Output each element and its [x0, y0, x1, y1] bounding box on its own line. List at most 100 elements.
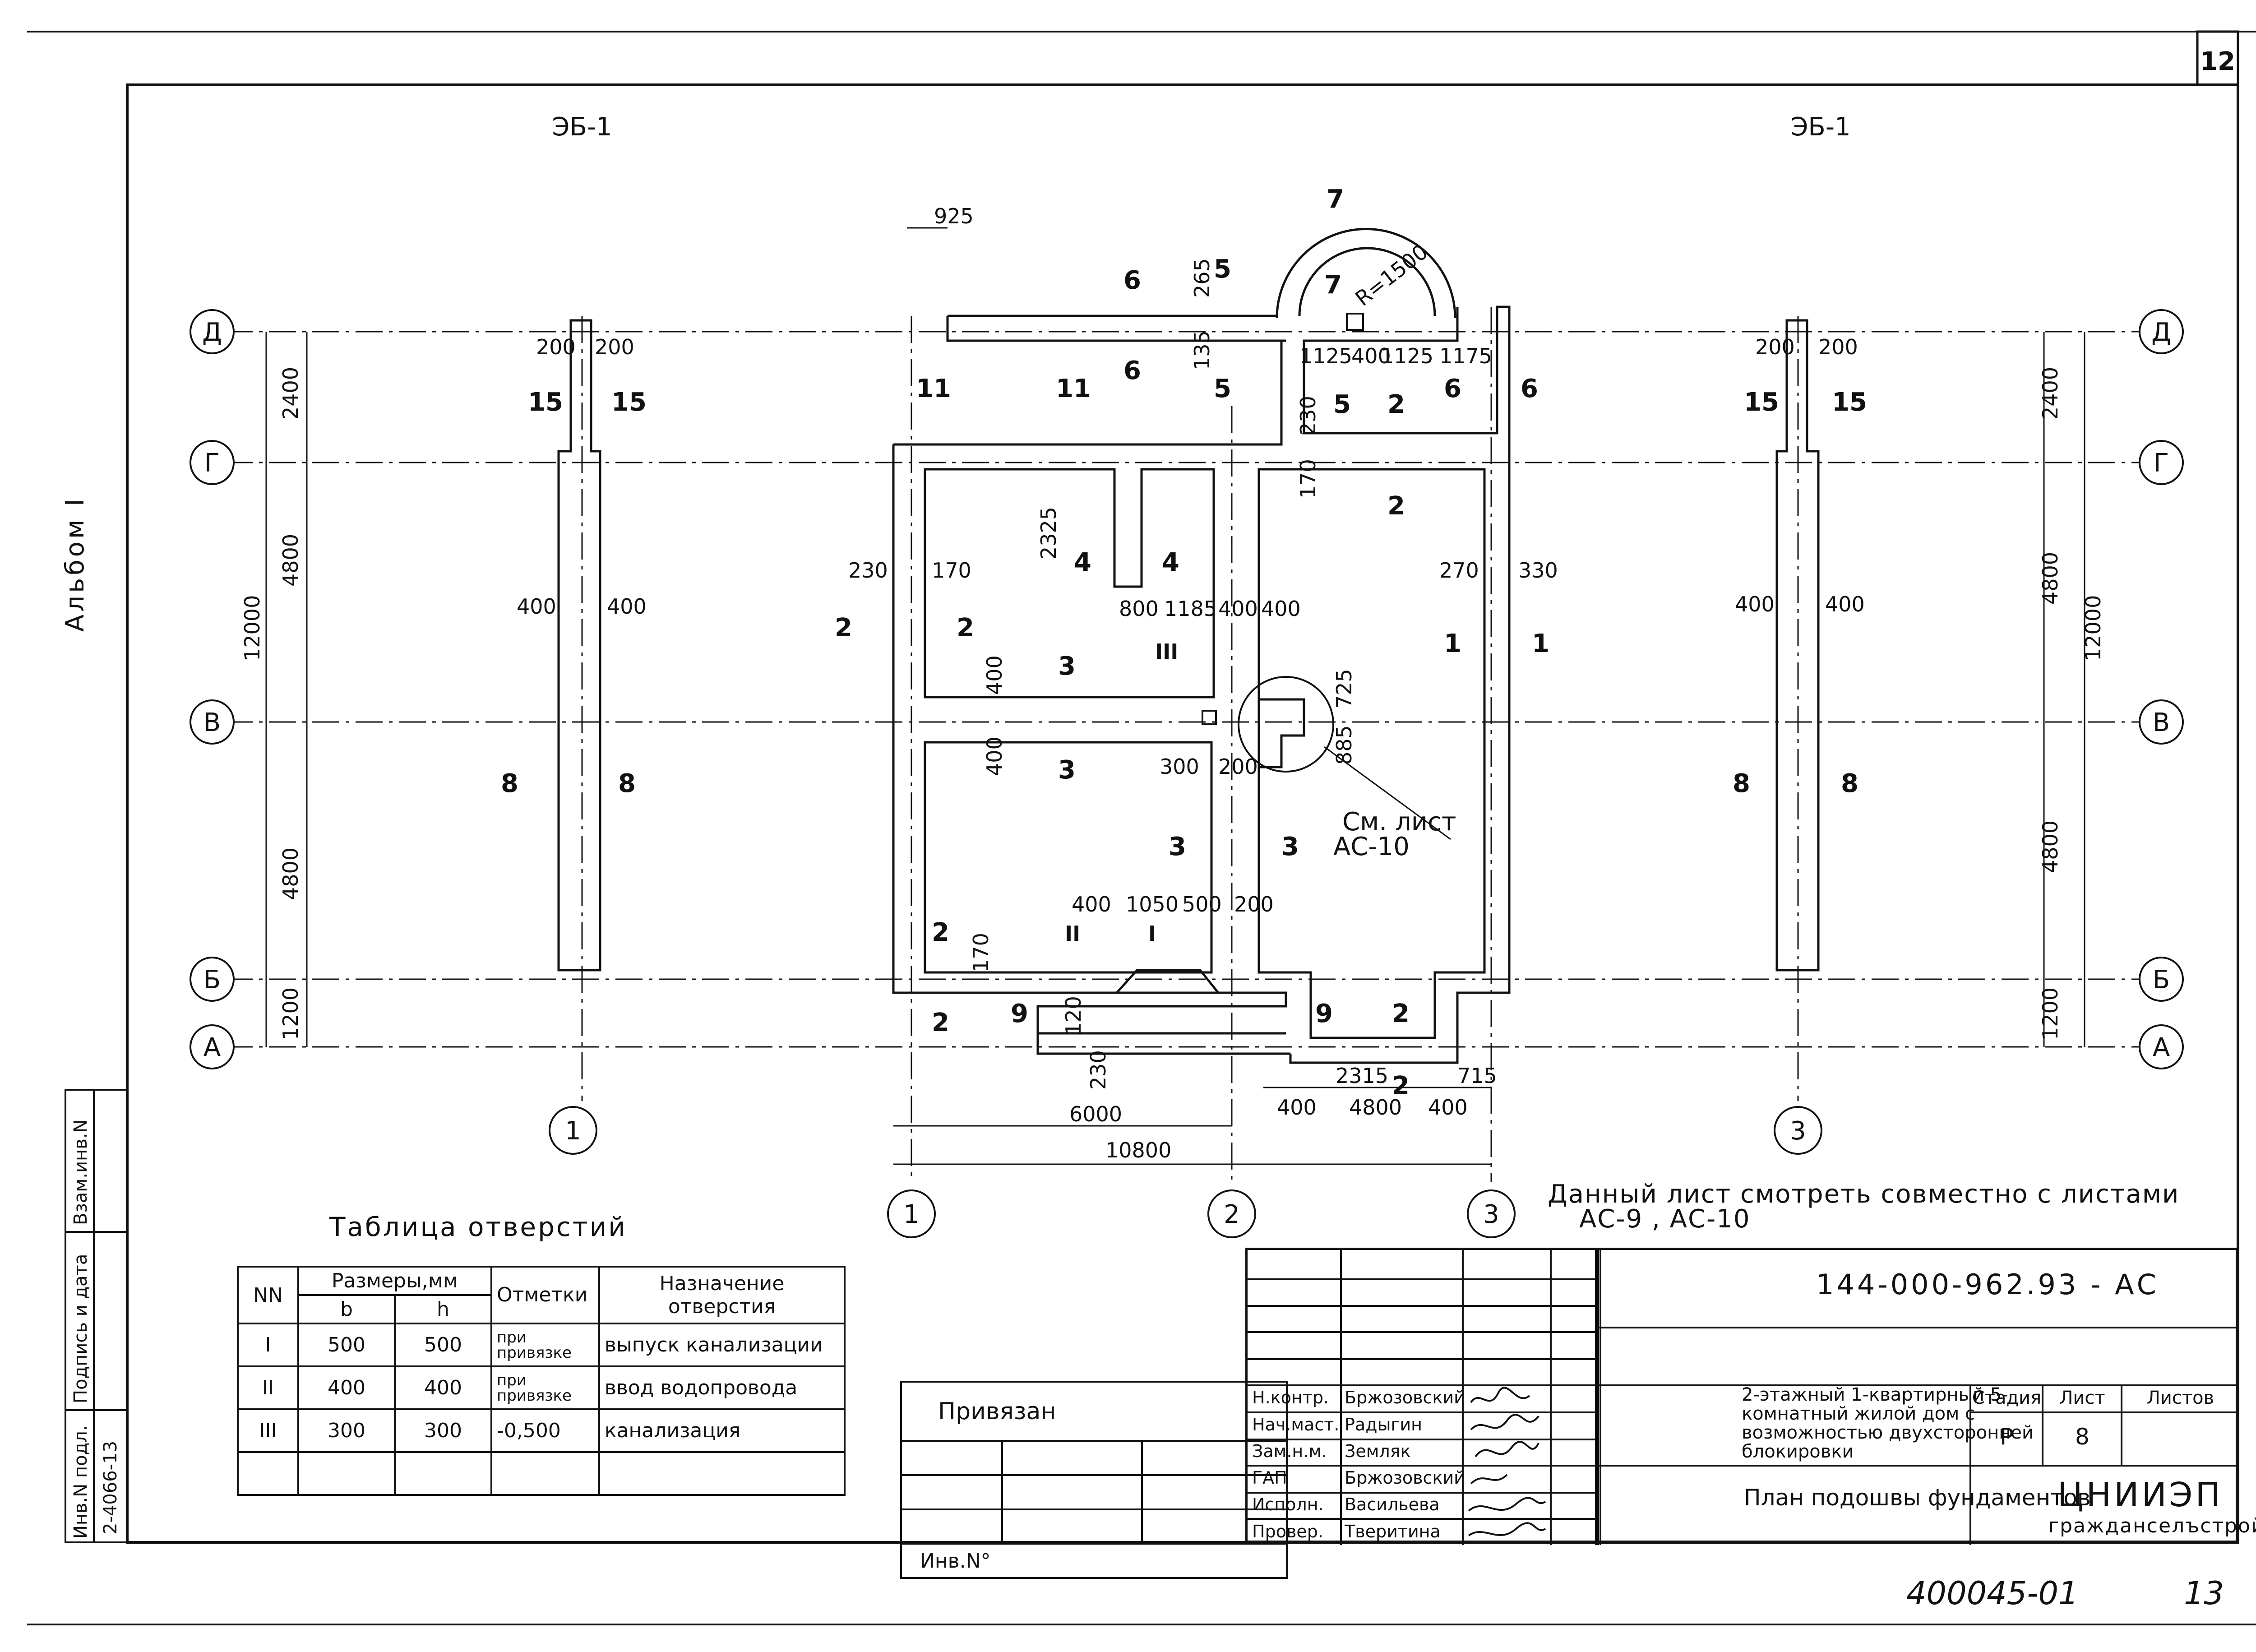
section-mark-3-c: 3 [1169, 832, 1186, 861]
axis-label-2: 2 [1224, 1200, 1240, 1229]
name-2: Земляк [1345, 1441, 1411, 1461]
section-mark-9-a: 9 [1011, 999, 1028, 1028]
archive-code: 400045-01 [1906, 1575, 2079, 1612]
dim-925: 925 [934, 204, 974, 228]
section-mark-4-a: 4 [1074, 548, 1091, 577]
dim-170-top: 170 [1296, 459, 1320, 499]
holes-table-title: Таблица отверстий [329, 1212, 627, 1242]
dim-200-r2: 200 [1818, 335, 1858, 359]
section-mark-7-top: 7 [1327, 185, 1344, 214]
section-mark-11-a: 11 [916, 374, 951, 403]
cell-mark-line1: при [497, 1371, 527, 1389]
section-mark-2-d: 2 [957, 613, 974, 643]
section-mark-4-b: 4 [1162, 548, 1179, 577]
section-mark-6-b: 6 [1123, 356, 1141, 385]
dim-170-bot: 170 [969, 933, 993, 972]
section-mark-6-c: 6 [1444, 374, 1461, 403]
organization-name: ЦНИИЭП [2057, 1476, 2224, 1514]
role-2: Зам.н.м. [1252, 1441, 1327, 1461]
dim-1175: 1175 [1439, 344, 1492, 368]
detail-callout-circle [1238, 676, 1334, 773]
dim-1200-right: 1200 [2038, 987, 2062, 1040]
cell-no: III [237, 1408, 299, 1453]
axis-label-v-left: В [203, 708, 221, 737]
dim-725: 725 [1332, 669, 1356, 708]
see-sheet-line1: См. лист [1342, 807, 1456, 837]
section-mark-8-c: 8 [1733, 769, 1750, 798]
th-no: NN [237, 1266, 299, 1324]
axis-label-3-eb-right: 3 [1790, 1116, 1806, 1146]
axis-label-d-right: Д [2151, 318, 2171, 347]
th-purpose-line2: отверстия [668, 1295, 776, 1318]
dim-135: 135 [1190, 330, 1214, 370]
dim-4800-left-top: 4800 [278, 534, 303, 587]
cell-purpose: выпуск канализации [598, 1323, 846, 1367]
eb-strip-foundations [557, 319, 1820, 972]
th-marks: Отметки [490, 1266, 600, 1324]
axis-label-b-right: Б [2153, 965, 2170, 995]
dim-1125-a: 1125 [1299, 344, 1352, 368]
th-b: b [297, 1294, 396, 1324]
section-mark-2-g: 2 [1392, 999, 1410, 1028]
section-mark-2-c: 2 [835, 613, 852, 643]
dim-200-r1: 200 [1755, 335, 1795, 359]
section-mark-6-a: 6 [1123, 266, 1141, 295]
section-mark-2-e: 2 [932, 918, 949, 947]
dim-200-mid: 200 [1218, 754, 1258, 779]
dim-400-r2: 400 [1825, 592, 1865, 616]
cell-h: 400 [394, 1365, 492, 1410]
section-mark-3-d: 3 [1281, 832, 1299, 861]
name-3: Бржозовский [1345, 1468, 1465, 1488]
cell-purpose: ввод водопровода [598, 1365, 846, 1410]
dim-2325: 2325 [1036, 507, 1061, 560]
foundation-outline [892, 228, 1511, 1064]
section-mark-8-a: 8 [501, 769, 518, 798]
dim-800: 800 [1119, 597, 1159, 621]
hole-top [1346, 313, 1364, 331]
dim-270: 270 [1439, 558, 1479, 583]
note-line1: Данный лист смотреть совместно с листами [1548, 1180, 2179, 1209]
sheet-name: План подошвы фундаментов [1744, 1485, 2091, 1511]
title-block: 144-000-962.93 - АС Н.контр. Бржозовский… [1245, 1248, 2256, 1545]
dim-300: 300 [1160, 754, 1199, 779]
section-mark-15-b: 15 [611, 388, 647, 417]
dim-330: 330 [1518, 558, 1558, 583]
cell-empty [237, 1451, 299, 1496]
cell-mark-line1: при [497, 1328, 527, 1347]
dim-400-mid2: 400 [1261, 597, 1301, 621]
section-mark-3-b: 3 [1058, 755, 1076, 785]
section-mark-2-a: 2 [1387, 390, 1405, 419]
axis-lines [226, 307, 2139, 1182]
dim-230-bot: 230 [1086, 1050, 1110, 1090]
dim-230-top: 230 [1296, 396, 1320, 435]
dim-2400-right: 2400 [2038, 367, 2062, 420]
sheet-value: 8 [2075, 1424, 2090, 1450]
cell-b: 400 [297, 1365, 396, 1410]
dim-4800-bot: 4800 [1349, 1095, 1402, 1120]
section-mark-8-b: 8 [618, 769, 636, 798]
dim-500: 500 [1182, 892, 1222, 916]
cell-h: 500 [394, 1323, 492, 1367]
dim-400-top: 400 [1351, 344, 1391, 368]
section-mark-15-c: 15 [1744, 388, 1779, 417]
project-name: 2-этажный 1-квартирный 5-комнатный жилой… [1742, 1384, 2034, 1462]
dim-12000-left: 12000 [240, 595, 264, 661]
dim-1185: 1185 [1164, 597, 1217, 621]
stage-label: Стадия [1972, 1388, 2042, 1408]
album-label: Альбом I [60, 496, 90, 632]
dim-715: 715 [1457, 1064, 1497, 1088]
cell-purpose: канализация [598, 1408, 846, 1453]
dim-400-mid: 400 [1218, 597, 1258, 621]
cell-b: 500 [297, 1323, 396, 1367]
axis-label-g-right: Г [2154, 449, 2169, 478]
dim-400-b1: 400 [1277, 1095, 1317, 1120]
stamp-sign-label: Подпись и дата [70, 1254, 91, 1403]
th-sizes: Размеры,мм [297, 1266, 492, 1296]
hole-iii [1202, 710, 1217, 725]
dim-400-l1: 400 [517, 594, 556, 619]
dim-2400-left: 2400 [278, 367, 303, 420]
dim-1050: 1050 [1126, 892, 1179, 916]
